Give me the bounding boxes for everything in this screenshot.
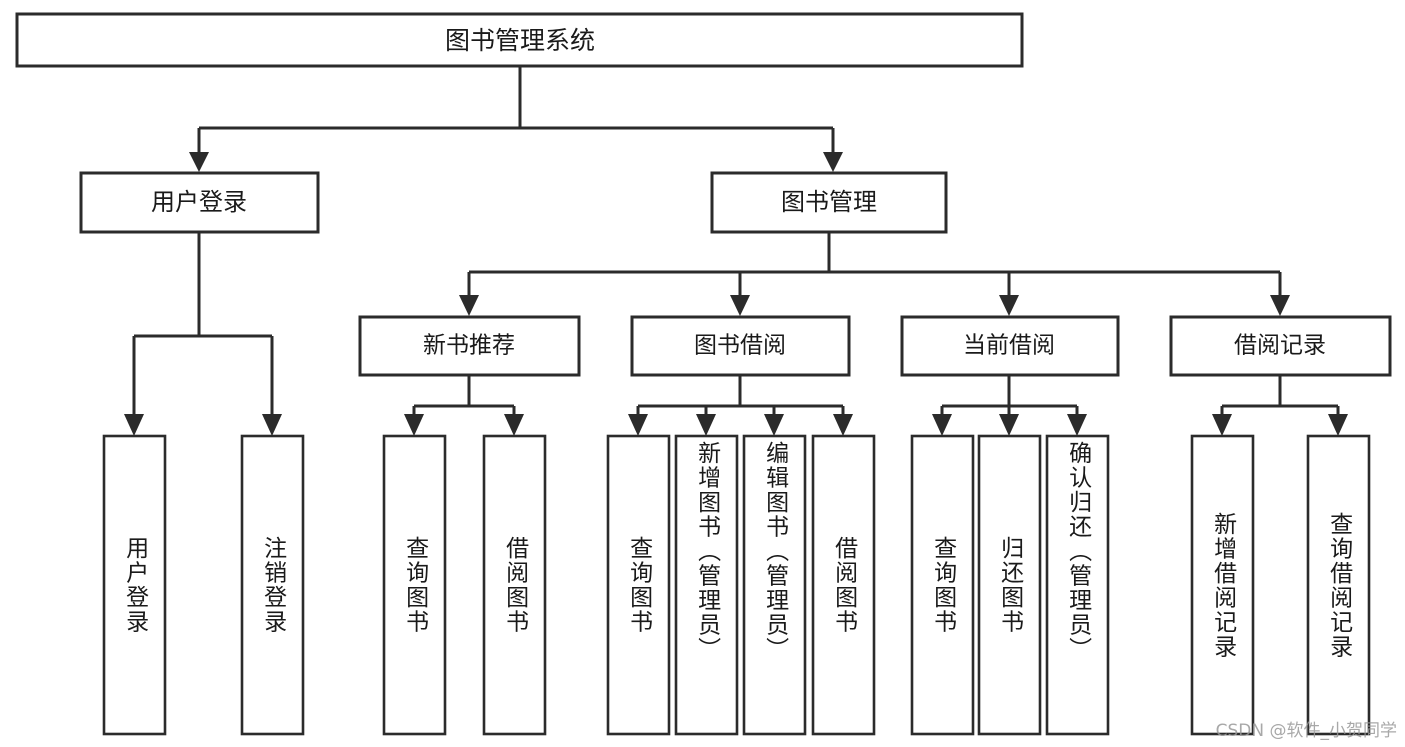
node-root-label: 图书管理系统 [445,26,595,55]
arrowhead-leaf-book-borrow-2 [764,414,784,436]
leaf-box-current-borrow-1[interactable] [977,434,1042,736]
node-user-login-label: 用户登录 [151,188,247,216]
leaf-box-book-borrow-1[interactable] [674,434,739,736]
connector-borrow-record-to-leaves [1212,375,1348,436]
node-current-borrow-label: 当前借阅 [963,333,1055,359]
node-root-box[interactable] [15,12,1024,68]
arrowhead-to-borrow-record [1270,295,1290,316]
arrowhead-leaf-borrow-record-1 [1328,414,1348,436]
arrowhead-to-book-manage [823,152,843,172]
leaf-box-book-borrow-3[interactable] [811,434,876,736]
leaf-box-book-borrow-0[interactable] [606,434,671,736]
arrowhead-to-new-book [459,295,479,316]
arrowhead-leaf-book-borrow-0 [628,414,648,436]
node-new-book-box[interactable] [358,315,581,377]
node-current-borrow-box[interactable] [900,315,1120,377]
arrowhead-leaf-current-borrow-0 [932,414,952,436]
leaf-box-borrow-record-0[interactable] [1190,434,1255,736]
node-borrow-record-label: 借阅记录 [1234,333,1326,359]
node-new-book[interactable]: 新书推荐 [358,315,581,377]
node-book-manage-label: 图书管理 [781,188,877,216]
leaf-box-current-borrow-2[interactable] [1045,434,1110,736]
node-new-book-label: 新书推荐 [423,333,515,359]
connector-root-to-level2 [189,66,843,172]
node-user-login[interactable]: 用户登录 [79,171,320,234]
arrowhead-leaf-new-book-0 [404,414,424,436]
connector-book-manage-to-level3 [459,232,1290,316]
leaf-box-book-borrow-2[interactable] [742,434,807,736]
arrowhead-leaf-book-borrow-3 [833,414,853,436]
node-current-borrow[interactable]: 当前借阅 [900,315,1120,377]
arrowhead-to-book-borrow [730,295,750,316]
arrowhead-leaf-book-borrow-1 [696,414,716,436]
leaf-box-current-borrow-0[interactable] [910,434,975,736]
arrowhead-to-user-login [189,152,209,172]
node-book-borrow-label: 图书借阅 [694,333,786,359]
arrowhead-to-current-borrow [999,295,1019,316]
arrowhead-leaf-current-borrow-2 [1067,414,1087,436]
leaf-box-user-login-0[interactable] [102,434,167,736]
arrowhead-leaf-borrow-record-0 [1212,414,1232,436]
connector-new-book-to-leaves [404,375,524,436]
leaf-box-new-book-1[interactable] [482,434,547,736]
node-book-manage[interactable]: 图书管理 [710,171,948,234]
arrowhead-leaf-current-borrow-1 [999,414,1019,436]
connector-current-borrow-to-leaves [932,375,1087,436]
leaf-box-new-book-0[interactable] [382,434,447,736]
arrowhead-leaf-user-login-0 [124,414,144,436]
node-borrow-record[interactable]: 借阅记录 [1169,315,1392,377]
connector-user-login-to-leaves [124,232,282,436]
node-book-borrow[interactable]: 图书借阅 [630,315,851,377]
node-root[interactable]: 图书管理系统 [15,12,1024,68]
connector-book-borrow-to-leaves [628,375,853,436]
arrowhead-leaf-new-book-1 [504,414,524,436]
node-user-login-box[interactable] [79,171,320,234]
arrowhead-leaf-user-login-1 [262,414,282,436]
leaf-box-borrow-record-1[interactable] [1306,434,1371,736]
leaf-box-user-login-1[interactable] [240,434,305,736]
